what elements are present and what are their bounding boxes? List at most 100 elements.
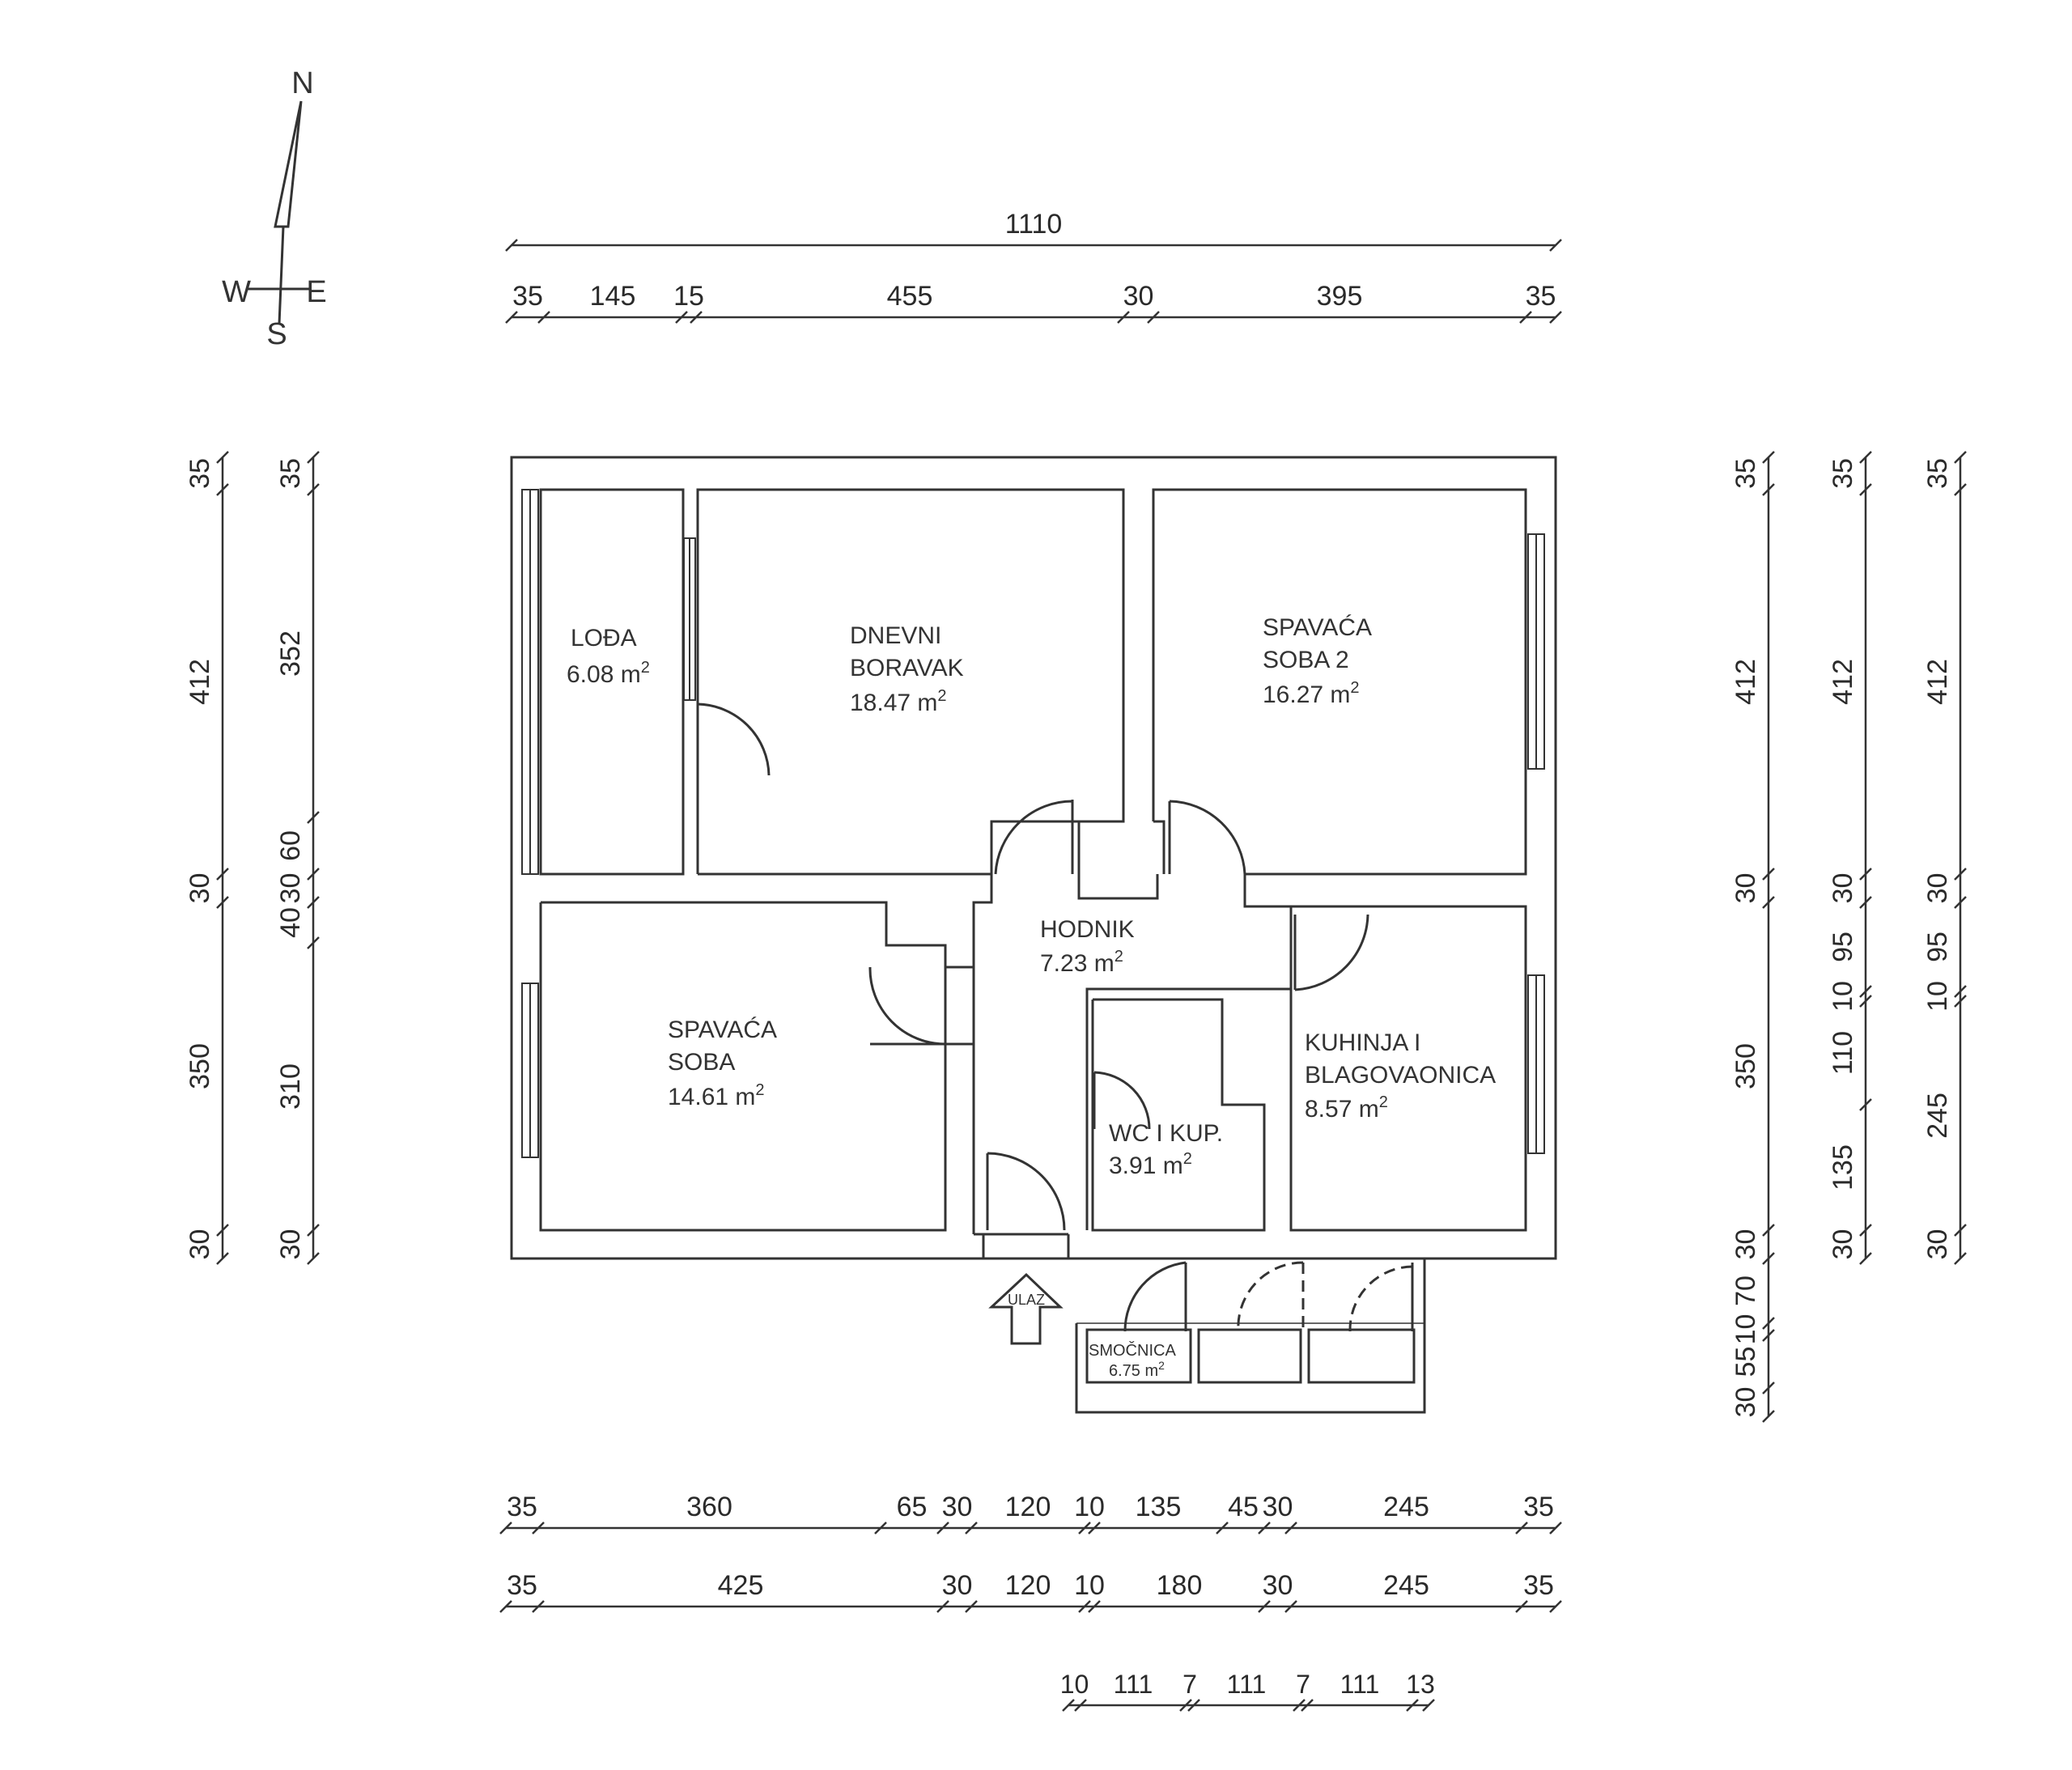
dimension-label: 352 <box>275 630 306 677</box>
room-name-line: DNEVNI <box>850 622 941 649</box>
dimension-tick <box>307 896 320 909</box>
dimension-label: 15 <box>673 281 704 312</box>
dimension-label: 180 <box>1157 1570 1203 1601</box>
dimension-tick <box>965 1600 978 1613</box>
dimension-label: 30 <box>1263 1492 1293 1522</box>
dimension-label: 412 <box>1828 659 1858 705</box>
dimension-label: 111 <box>1340 1670 1380 1699</box>
dimension-tick <box>1549 1600 1562 1613</box>
dimension-tick <box>1859 995 1872 1008</box>
door-swing-icon <box>994 800 1074 875</box>
dimension-tick <box>307 868 320 881</box>
dimension-label: 30 <box>1828 873 1858 904</box>
dimension-tick <box>216 896 229 909</box>
room-labels: LOĐA 6.08 m2 DNEVNI BORAVAK 18.47 m2 SPA… <box>567 614 1496 1380</box>
dimension-label: 395 <box>1317 281 1363 312</box>
room-name-line: KUHINJA I <box>1305 1029 1420 1056</box>
dimension-tick <box>1954 995 1967 1008</box>
dimension-tick <box>307 1252 320 1265</box>
dimension-label: 95 <box>1922 932 1953 962</box>
dimension-tick <box>1078 1600 1091 1613</box>
dimension-label: 30 <box>1730 1229 1761 1260</box>
dimension-label: 1110 <box>1005 209 1063 240</box>
entrance-arrow-icon <box>988 1272 1064 1345</box>
dimension-tick <box>1406 1699 1419 1712</box>
dimension-tick <box>1216 1522 1229 1534</box>
entrance-label: ULAZ <box>1008 1292 1045 1308</box>
room-area: 6.75 m2 <box>1109 1359 1165 1380</box>
room-outline-hodnik <box>972 874 993 1234</box>
dimension-tick <box>307 451 320 464</box>
dimension-tick <box>505 311 518 324</box>
dimension-tick <box>1147 311 1160 324</box>
dimension-label: 245 <box>1383 1492 1429 1522</box>
dimension-tick <box>1859 1224 1872 1237</box>
room-name-line: SOBA 2 <box>1263 647 1349 673</box>
dimension-label: 40 <box>275 907 306 938</box>
dimension-label: 30 <box>1123 281 1154 312</box>
dimension-label: 10 <box>1922 981 1953 1012</box>
dimension-tick <box>1062 1699 1075 1712</box>
dimension-label: 35 <box>185 458 215 489</box>
dimension-tick <box>307 483 320 496</box>
dimension-tick <box>1762 1317 1775 1330</box>
dimension-tick <box>1859 1098 1872 1111</box>
dimension-tick <box>1762 1224 1775 1237</box>
dimension-tick <box>1549 1522 1562 1534</box>
dimension-label: 310 <box>275 1063 306 1110</box>
dimension-tick <box>1954 896 1967 909</box>
dimension-label: 245 <box>1383 1570 1429 1601</box>
door-swing-icon <box>1348 1265 1414 1332</box>
dimension-label: 30 <box>1828 1229 1858 1260</box>
dimension-tick <box>965 1522 978 1534</box>
dimension-label: 30 <box>1263 1570 1293 1601</box>
dimension-label: 30 <box>942 1570 973 1601</box>
dimension-tick <box>1422 1699 1435 1712</box>
dimension-tick <box>1762 1329 1775 1342</box>
door-swing-icon <box>1093 1071 1151 1130</box>
dimension-label: 455 <box>887 281 933 312</box>
dimension-tick <box>1515 1522 1528 1534</box>
dimension-tick <box>1762 1410 1775 1423</box>
room-outline-wc <box>1091 998 1266 1232</box>
dimension-label: 412 <box>1922 659 1953 705</box>
dimension-tick <box>1762 896 1775 909</box>
room-name-line: SPAVAĆA <box>668 1017 777 1043</box>
storage-outline <box>1075 1257 1426 1414</box>
room-name-line: HODNIK <box>1040 916 1135 943</box>
dimension-label: 7 <box>1296 1670 1310 1699</box>
dimension-tick <box>505 239 518 252</box>
dimension-label: 135 <box>1828 1144 1858 1191</box>
dimension-tick <box>1954 985 1967 998</box>
dimension-tick <box>1859 451 1872 464</box>
door-swing-icon <box>868 966 946 1046</box>
dimension-tick <box>1293 1699 1306 1712</box>
dimension-label: 70 <box>1730 1276 1761 1306</box>
room-area: 14.61 m2 <box>668 1081 765 1110</box>
doors <box>696 702 1414 1332</box>
dimension-tick <box>1859 483 1872 496</box>
room-area: 8.57 m2 <box>1305 1093 1388 1123</box>
dimension-tick <box>1258 1522 1271 1534</box>
room-name-line: SMOČNICA <box>1089 1341 1176 1360</box>
room-area: 7.23 m2 <box>1040 948 1123 977</box>
dimension-tick <box>1954 1224 1967 1237</box>
dimension-label: 35 <box>1922 458 1953 489</box>
dimension-label: 10 <box>1074 1570 1105 1601</box>
dimension-tick <box>1762 1252 1775 1265</box>
dimension-tick <box>499 1522 512 1534</box>
dimension-label: 13 <box>1406 1670 1435 1699</box>
room-name-line: SOBA <box>668 1049 735 1076</box>
outer-wall <box>510 456 1557 1260</box>
dimension-label: 30 <box>275 873 306 904</box>
windows <box>521 489 1545 1158</box>
compass-w-label: W <box>222 275 251 309</box>
dimension-tick <box>1549 239 1562 252</box>
dimension-tick <box>1762 868 1775 881</box>
dimension-tick <box>499 1600 512 1613</box>
door-swing-icon <box>1293 914 1369 991</box>
compass-e-label: E <box>306 275 326 309</box>
dimension-tick <box>1117 311 1130 324</box>
room-outline-spavaca2 <box>1152 488 1527 876</box>
compass-rose <box>247 100 312 325</box>
